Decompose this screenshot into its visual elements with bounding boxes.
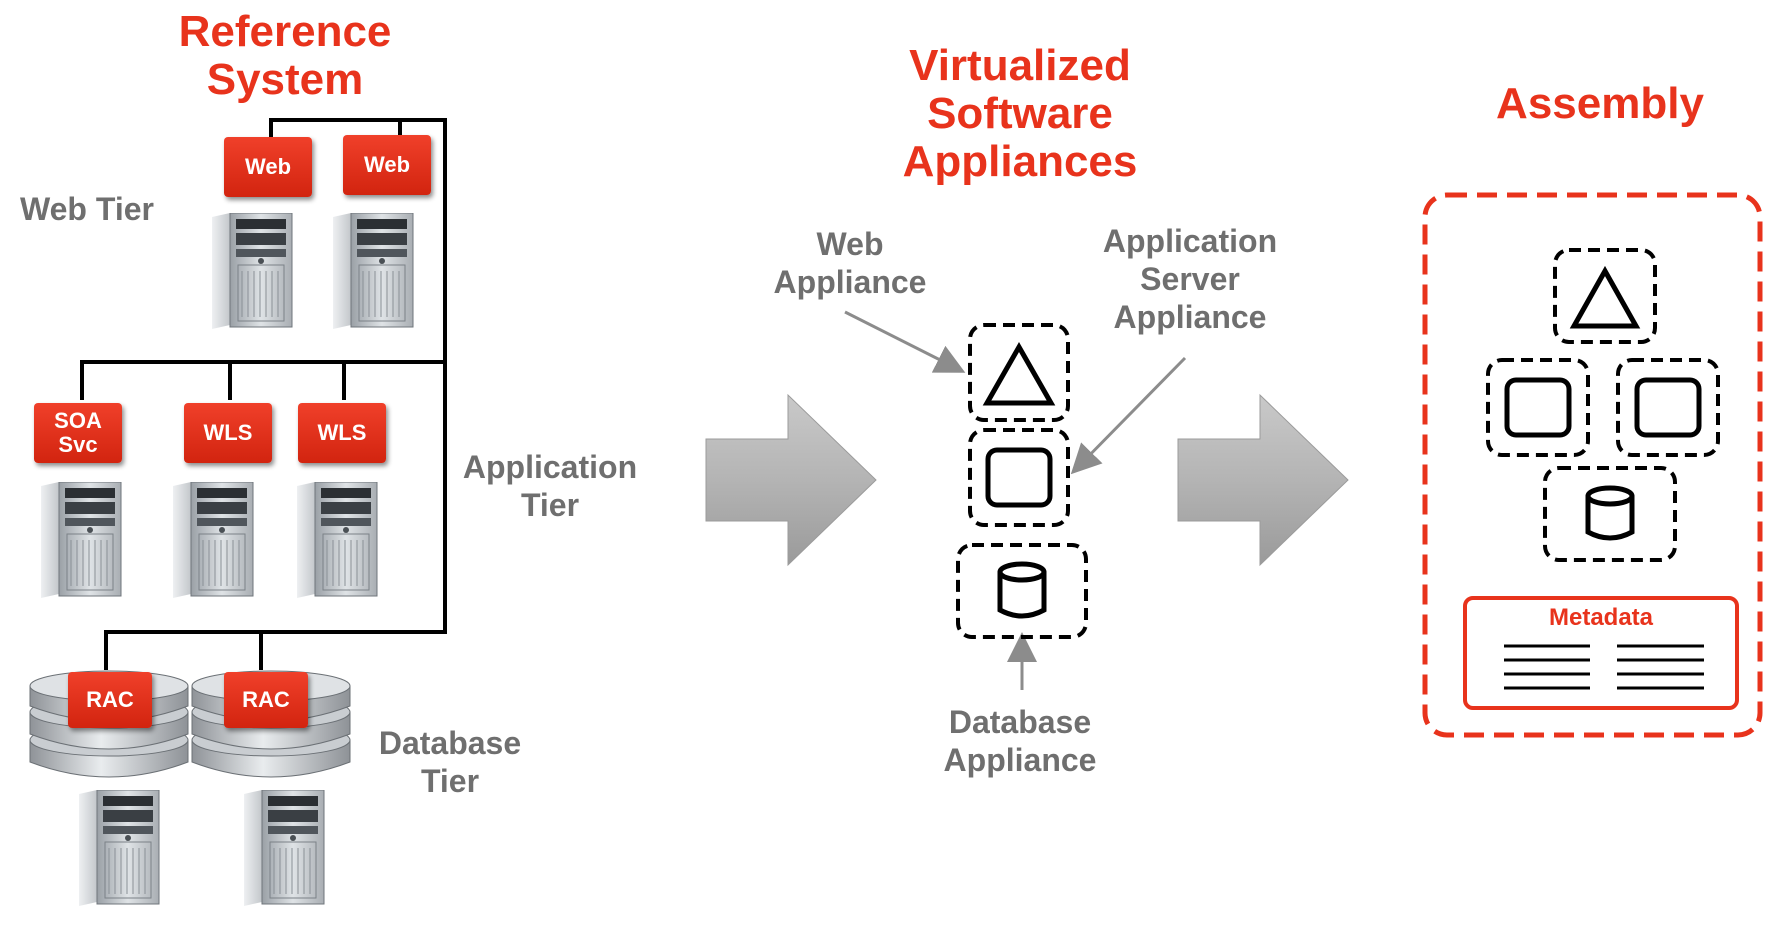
- virtualized-heading: Virtualized Software Appliances: [902, 41, 1138, 186]
- db-drop-line-1: [104, 630, 108, 670]
- assembly-heading: Assembly: [1496, 79, 1704, 128]
- right-arrow-icon: [705, 393, 877, 567]
- app-drop-line-3: [342, 360, 346, 400]
- assembly-container: [1422, 192, 1763, 738]
- rac-component-2: RAC: [224, 672, 308, 728]
- main-trunk-line: [443, 118, 447, 633]
- web-bus-line: [269, 118, 445, 122]
- web-component-2: Web: [343, 135, 431, 195]
- web-appliance: [968, 323, 1070, 422]
- wls-component-1: WLS: [184, 403, 272, 463]
- web-component-1: Web: [224, 137, 312, 197]
- db-bus-line: [104, 630, 447, 634]
- database-appliance: [956, 543, 1088, 639]
- app-drop-line-1: [80, 360, 84, 400]
- web-drop-line-2: [398, 118, 402, 140]
- web-tier-label: Web Tier: [20, 191, 154, 227]
- square-icon: [985, 447, 1053, 508]
- app-drop-line-2: [228, 360, 232, 400]
- application-tier-label: Application Tier: [462, 449, 638, 523]
- soa-svc-component: SOA Svc: [34, 403, 122, 463]
- metadata-lines-icon: [1504, 644, 1704, 690]
- database-appliance-label: Database Appliance: [943, 704, 1097, 778]
- web-drop-line-1: [269, 118, 273, 140]
- db-drop-line-2: [259, 630, 263, 670]
- reference-system-heading: Reference System: [178, 7, 392, 104]
- app-server-appliance: [968, 428, 1070, 527]
- cylinder-icon: [997, 561, 1047, 583]
- database-tier-label: Database Tier: [378, 725, 522, 799]
- app-server-appliance-label: Application Server Appliance: [1102, 223, 1278, 335]
- wls-component-2: WLS: [298, 403, 386, 463]
- triangle-icon: [982, 341, 1056, 406]
- metadata-title: Metadata: [1548, 604, 1654, 631]
- rac-component-1: RAC: [68, 672, 152, 728]
- web-appliance-label: Web Appliance: [773, 226, 927, 300]
- app-bus-line: [80, 360, 447, 364]
- right-arrow-icon: [1177, 393, 1349, 567]
